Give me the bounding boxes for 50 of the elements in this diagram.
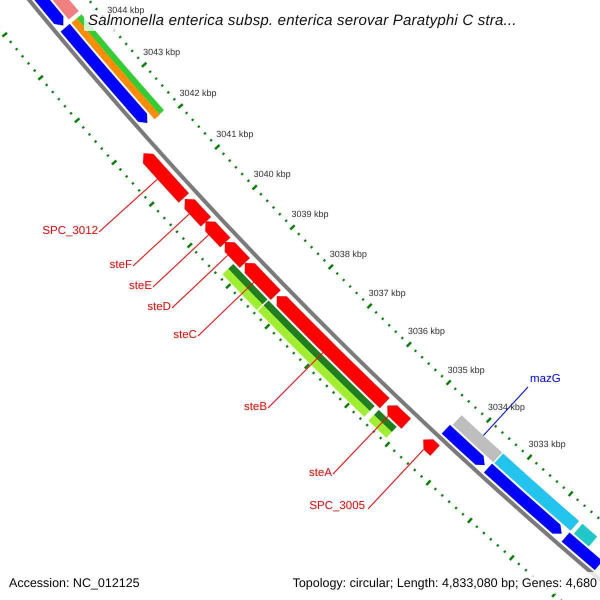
map-info: Accession: NC_012125 [9, 576, 140, 590]
gene-segment [224, 242, 250, 268]
scale-label: 3041 kbp [216, 129, 254, 140]
gene-segment [423, 439, 440, 456]
leader-line [98, 178, 158, 232]
gene-segment [452, 415, 502, 462]
gene-label: steC [173, 329, 197, 342]
gene-label: steB [244, 401, 267, 414]
scale-label: 3044 kbp [107, 5, 144, 16]
gene-segment [228, 264, 268, 304]
gene-label: steA [308, 467, 332, 480]
scale-label: 3040 kbp [254, 169, 291, 180]
gene-segment [484, 464, 562, 534]
gene-segment [574, 524, 598, 546]
scale-label: 3036 kbp [408, 326, 445, 338]
map-info: Topology: circular; Length: 4,833,080 bp; Genes: 4,680 [292, 576, 597, 590]
gene-segment [276, 296, 390, 408]
scale-label: 3033 kbp [528, 439, 566, 450]
gene-segment [494, 454, 580, 531]
scale-label: 3035 kbp [448, 364, 485, 376]
scale-label: 3034 kbp [488, 402, 525, 414]
gene-label: steD [147, 301, 171, 314]
gene-segment [244, 263, 281, 300]
scale-label: 3037 kbp [368, 288, 406, 299]
gene-label: SPC_3005 [309, 500, 365, 513]
leader-line [268, 352, 324, 408]
gene-segment [222, 268, 262, 310]
gene-segment [368, 415, 392, 438]
gene-segment [184, 199, 212, 226]
gene-label: steE [128, 280, 152, 293]
leader-line [172, 254, 228, 308]
leader-line [152, 234, 210, 288]
leader-line [132, 214, 190, 266]
leader-line [482, 386, 528, 436]
scale-label: 3043 kbp [143, 46, 180, 58]
gene-segment [562, 532, 600, 570]
gene-segment [205, 221, 230, 248]
scale-label: 3039 kbp [291, 209, 329, 220]
gene-label: SPC_3012 [42, 225, 98, 238]
gene-label: mazG [530, 373, 561, 386]
gene-label: steF [110, 259, 132, 272]
scale-label: 3042 kbp [179, 88, 216, 100]
scale-label: 3038 kbp [330, 248, 367, 260]
gene-segment [387, 405, 411, 429]
gene-segment [143, 153, 189, 203]
leader-line [332, 416, 389, 474]
gene-segment [374, 410, 397, 432]
gene-segment [442, 424, 485, 466]
leader-line [198, 282, 254, 336]
leader-line [368, 449, 424, 510]
